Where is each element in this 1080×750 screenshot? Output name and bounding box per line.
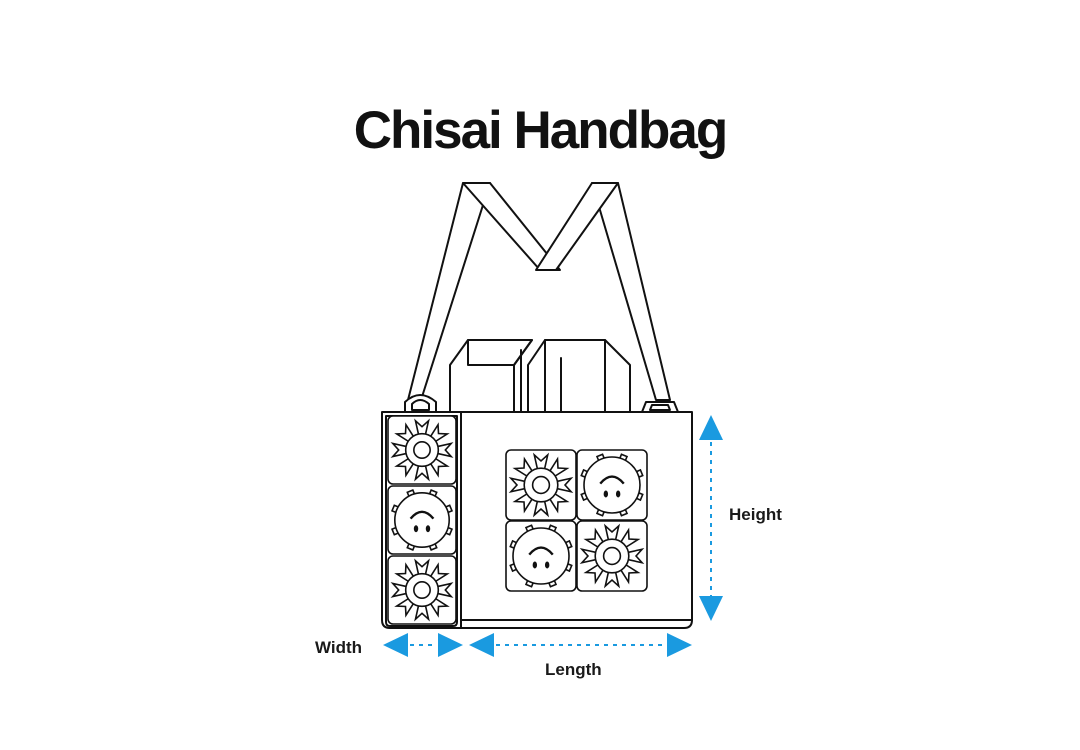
right-buckle [641,401,679,413]
smile-icon [528,546,554,556]
eye-icon [413,525,419,533]
petal-icon [549,456,570,477]
right-strap [535,182,671,401]
flower-ring-icon [523,467,559,503]
petal-icon [579,547,596,565]
width-label: Width [315,638,363,657]
flower-ring-icon [594,538,630,574]
petal-icon [394,598,414,618]
flower-tile-icon [576,520,648,592]
petal-icon [394,458,414,478]
eye-icon [615,490,621,498]
length-arrow [469,633,692,657]
petal-icon [583,527,604,548]
eye-icon [544,561,550,569]
length-label: Length [545,660,602,679]
flower-center-icon [413,581,431,599]
dimension-arrows [383,415,723,657]
petal-icon [532,501,550,518]
flower-center-icon [413,441,431,459]
petal-icon [508,476,525,494]
petal-icon [394,562,414,582]
smile-icon [409,510,435,520]
petal-icon [414,465,430,482]
flower-center-icon [602,546,622,566]
petal-icon [394,422,414,442]
eye-icon [532,561,538,569]
smiley-tile-icon [505,520,577,592]
petal-icon [620,564,641,585]
petal-icon [390,442,407,458]
petal-icon [628,547,645,565]
flower-tile-icon [387,415,457,485]
eye-icon [425,525,431,533]
petal-icon [430,598,450,618]
left-strap [407,182,561,401]
smiley-face-icon [583,456,641,514]
flower-ring-icon [404,432,440,468]
petal-icon [437,582,454,598]
petal-icon [549,493,570,514]
petal-icon [430,422,450,442]
eye-icon [603,490,609,498]
petal-icon [512,456,533,477]
petal-icon [583,564,604,585]
smiley-face-icon [393,491,450,548]
flower-ring-icon [404,572,440,608]
flower-tile-icon [505,449,577,521]
height-label: Height [729,505,782,524]
smiley-face-icon [512,527,570,585]
smile-icon [599,475,625,485]
height-arrow [699,415,723,621]
page-title: Chisai Handbag [353,101,729,160]
smiley-tile-icon [576,449,648,521]
petal-icon [557,476,574,494]
petal-icon [437,442,454,458]
smiley-tile-icon [387,485,457,555]
width-arrow [383,633,463,657]
flower-tile-icon [387,555,457,625]
petal-icon [603,572,621,589]
petal-icon [603,523,621,540]
petal-icon [414,605,430,622]
petal-icon [414,558,430,575]
left-buckle [404,394,437,413]
petal-icon [620,527,641,548]
petal-icon [532,452,550,469]
petal-icon [390,582,407,598]
petal-icon [430,562,450,582]
petal-icon [430,458,450,478]
petal-icon [414,418,430,435]
flower-center-icon [531,475,551,495]
inner-pouches [449,339,631,413]
icon-tiles [387,415,648,625]
petal-icon [512,493,533,514]
